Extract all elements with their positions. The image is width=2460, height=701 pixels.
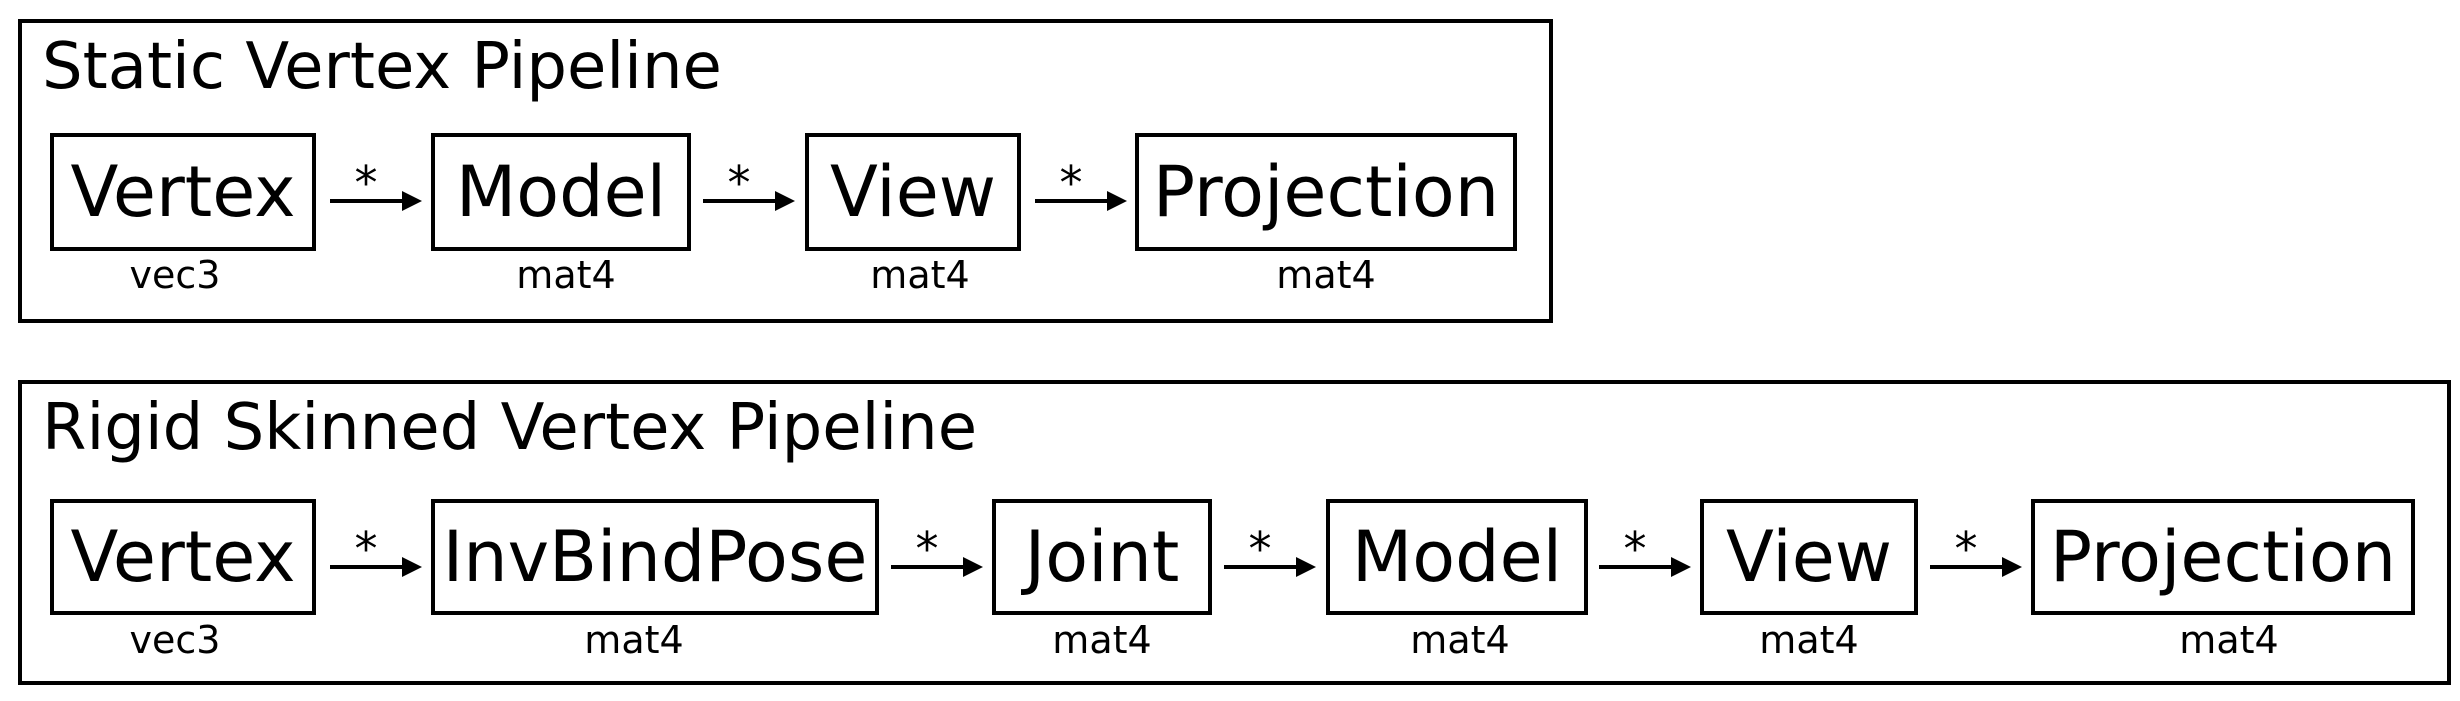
skinned-type-vertex: vec3 <box>129 618 221 662</box>
static-operator-2: * <box>727 156 751 210</box>
skinned-node-vertex: Vertex <box>50 499 316 615</box>
static-type-view: mat4 <box>870 253 970 297</box>
skinned-node-model-label: Model <box>1351 516 1563 598</box>
skinned-operator-2: * <box>915 522 939 576</box>
static-node-model-label: Model <box>455 151 667 233</box>
static-type-vertex: vec3 <box>129 253 221 297</box>
static-pipeline-title: Static Vertex Pipeline <box>42 30 722 104</box>
static-arrow-3 <box>1035 191 1127 211</box>
static-type-model: mat4 <box>516 253 616 297</box>
skinned-operator-1: * <box>354 522 378 576</box>
skinned-node-joint: Joint <box>992 499 1212 615</box>
skinned-pipeline-title: Rigid Skinned Vertex Pipeline <box>42 391 978 465</box>
static-node-vertex: Vertex <box>50 133 316 251</box>
static-node-view-label: View <box>829 151 997 233</box>
skinned-node-invbindpose: InvBindPose <box>431 499 879 615</box>
skinned-node-model: Model <box>1326 499 1588 615</box>
skinned-node-projection-label: Projection <box>2049 516 2397 598</box>
skinned-node-invbindpose-label: InvBindPose <box>442 516 868 598</box>
skinned-node-view-label: View <box>1725 516 1893 598</box>
skinned-operator-3: * <box>1248 522 1272 576</box>
skinned-arrow-2 <box>891 557 983 577</box>
skinned-arrow-1 <box>330 557 422 577</box>
static-node-view: View <box>805 133 1021 251</box>
static-operator-1: * <box>354 156 378 210</box>
static-node-model: Model <box>431 133 691 251</box>
static-arrow-1 <box>330 191 422 211</box>
static-arrow-2 <box>703 191 795 211</box>
skinned-node-view: View <box>1700 499 1918 615</box>
skinned-arrow-4 <box>1599 557 1691 577</box>
static-node-projection-label: Projection <box>1152 151 1500 233</box>
skinned-node-joint-label: Joint <box>1024 516 1180 598</box>
skinned-type-invbindpose: mat4 <box>584 618 684 662</box>
skinned-operator-4: * <box>1623 522 1647 576</box>
static-type-projection: mat4 <box>1276 253 1376 297</box>
skinned-arrow-5 <box>1930 557 2022 577</box>
skinned-type-joint: mat4 <box>1052 618 1152 662</box>
skinned-type-model: mat4 <box>1410 618 1510 662</box>
skinned-operator-5: * <box>1954 522 1978 576</box>
static-operator-3: * <box>1059 156 1083 210</box>
static-node-projection: Projection <box>1135 133 1517 251</box>
skinned-node-projection: Projection <box>2031 499 2415 615</box>
skinned-node-vertex-label: Vertex <box>70 516 296 598</box>
skinned-type-view: mat4 <box>1759 618 1859 662</box>
static-node-vertex-label: Vertex <box>70 151 296 233</box>
skinned-type-projection: mat4 <box>2179 618 2279 662</box>
skinned-arrow-3 <box>1224 557 1316 577</box>
